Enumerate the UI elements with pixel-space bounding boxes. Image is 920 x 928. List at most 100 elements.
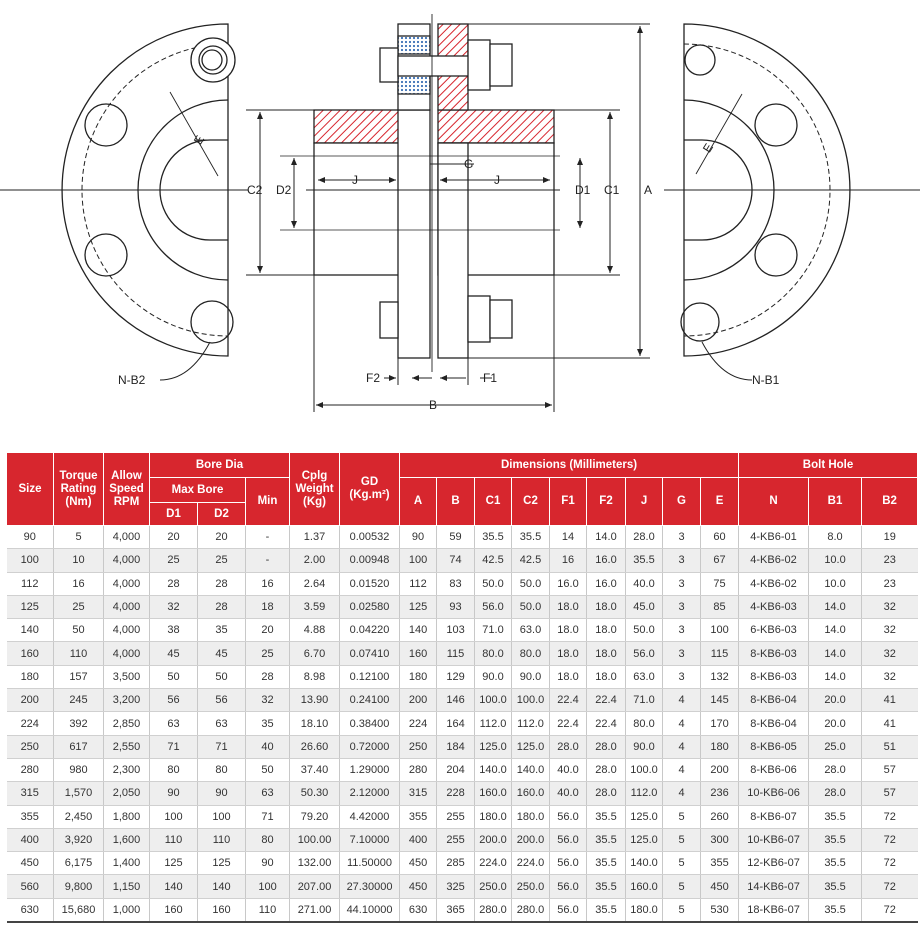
header-f1: F1 bbox=[549, 477, 588, 526]
table-cell: 22.4 bbox=[586, 711, 627, 736]
table-cell: 80 bbox=[245, 828, 291, 853]
coupling-technical-drawing: E N-B2 E N-B1 bbox=[0, 14, 920, 412]
table-cell: 71 bbox=[245, 805, 291, 829]
table-cell: 2,050 bbox=[103, 781, 150, 806]
table-cell: 110 bbox=[245, 898, 291, 924]
table-cell: 2,850 bbox=[103, 711, 150, 736]
table-cell: 4,000 bbox=[103, 641, 150, 666]
dimension-lines bbox=[246, 23, 650, 412]
table-cell: 300 bbox=[700, 828, 740, 853]
table-cell: 146 bbox=[436, 688, 476, 713]
right-end-view bbox=[664, 23, 920, 381]
table-cell: 28.0 bbox=[549, 735, 588, 759]
table-cell: 207.00 bbox=[289, 874, 341, 899]
table-cell: 530 bbox=[700, 898, 740, 924]
header-min: Min bbox=[244, 477, 291, 526]
header-weight: Cplg Weight (Kg) bbox=[289, 452, 341, 526]
table-cell: 32 bbox=[861, 618, 918, 643]
table-cell: 42.5 bbox=[474, 548, 513, 573]
table-cell: 0.04220 bbox=[339, 618, 401, 643]
table-cell: 125.0 bbox=[511, 735, 551, 759]
table-cell: 112 bbox=[399, 572, 438, 596]
table-cell: 4 bbox=[662, 711, 702, 736]
table-cell: 35.5 bbox=[586, 851, 627, 876]
table-cell: 110 bbox=[149, 828, 198, 853]
header-e: E bbox=[700, 477, 740, 526]
table-cell: 15,680 bbox=[53, 898, 104, 924]
table-cell: 85 bbox=[700, 595, 740, 620]
table-cell: 630 bbox=[6, 898, 54, 924]
table-cell: 72 bbox=[861, 805, 918, 829]
table-cell: 2,300 bbox=[103, 758, 150, 783]
table-cell: 630 bbox=[399, 898, 438, 924]
table-cell: 7.10000 bbox=[339, 828, 401, 853]
table-cell: 8-KB6-07 bbox=[738, 805, 810, 829]
table-cell: 72 bbox=[861, 898, 918, 924]
table-cell: 255 bbox=[436, 805, 476, 829]
table-cell: 56 bbox=[197, 688, 246, 713]
table-cell: 35.5 bbox=[808, 805, 863, 829]
table-cell: 90 bbox=[149, 781, 198, 806]
table-cell: 180 bbox=[6, 665, 54, 690]
table-cell: 170 bbox=[700, 711, 740, 736]
table-cell: 1,400 bbox=[103, 851, 150, 876]
table-cell: 28.0 bbox=[808, 758, 863, 783]
table-cell: 355 bbox=[700, 851, 740, 876]
table-cell: 56.0 bbox=[549, 851, 588, 876]
table-cell: 14 bbox=[549, 525, 588, 550]
table-cell: 0.00948 bbox=[339, 548, 401, 573]
table-cell: 37.40 bbox=[289, 758, 341, 783]
table-cell: 110 bbox=[197, 828, 246, 853]
table-cell: 112.0 bbox=[625, 781, 664, 806]
dim-c1: C1 bbox=[604, 183, 620, 197]
table-cell: 160 bbox=[149, 898, 198, 924]
table-cell: 980 bbox=[53, 758, 104, 783]
table-cell: 40 bbox=[245, 735, 291, 759]
table-cell: 72 bbox=[861, 874, 918, 899]
table-cell: 560 bbox=[6, 874, 54, 899]
header-d2: D2 bbox=[197, 502, 246, 526]
table-cell: 280 bbox=[6, 758, 54, 783]
table-cell: 6-KB6-03 bbox=[738, 618, 810, 643]
dim-d2: D2 bbox=[276, 183, 292, 197]
table-cell: 72 bbox=[861, 851, 918, 876]
table-cell: 285 bbox=[436, 851, 476, 876]
table-cell: 0.12100 bbox=[339, 665, 401, 690]
table-cell: 71 bbox=[197, 735, 246, 759]
table-cell: 5 bbox=[662, 805, 702, 829]
table-cell: 8-KB6-06 bbox=[738, 758, 810, 783]
table-cell: 16 bbox=[53, 572, 104, 596]
table-cell: 18.10 bbox=[289, 711, 341, 736]
table-cell: 140.0 bbox=[625, 851, 664, 876]
table-cell: 1,150 bbox=[103, 874, 150, 899]
table-cell: 14.0 bbox=[586, 525, 627, 550]
table-cell: 40.0 bbox=[549, 781, 588, 806]
table-cell: 63.0 bbox=[511, 618, 551, 643]
table-cell: 4-KB6-01 bbox=[738, 525, 810, 550]
table-cell: 90 bbox=[399, 525, 438, 550]
table-cell: 56.0 bbox=[474, 595, 513, 620]
table-cell: 18.0 bbox=[586, 595, 627, 620]
table-cell: 450 bbox=[399, 851, 438, 876]
table-cell: 56.0 bbox=[549, 805, 588, 829]
table-cell: 450 bbox=[700, 874, 740, 899]
table-cell: 4,000 bbox=[103, 618, 150, 643]
table-cell: 80.0 bbox=[511, 641, 551, 666]
table-cell: 32 bbox=[861, 641, 918, 666]
table-cell: 5 bbox=[662, 828, 702, 853]
left-end-view bbox=[0, 23, 248, 381]
table-cell: 184 bbox=[436, 735, 476, 759]
table-cell: 4-KB6-03 bbox=[738, 595, 810, 620]
table-cell: 41 bbox=[861, 711, 918, 736]
table-cell: 200 bbox=[399, 688, 438, 713]
table-cell: - bbox=[245, 548, 291, 573]
table-cell: 25.0 bbox=[808, 735, 863, 759]
table-cell: 14.0 bbox=[808, 595, 863, 620]
table-cell: 10.0 bbox=[808, 548, 863, 573]
table-cell: 50 bbox=[149, 665, 198, 690]
table-cell: 8-KB6-04 bbox=[738, 688, 810, 713]
table-cell: 0.07410 bbox=[339, 641, 401, 666]
table-cell: 125 bbox=[149, 851, 198, 876]
